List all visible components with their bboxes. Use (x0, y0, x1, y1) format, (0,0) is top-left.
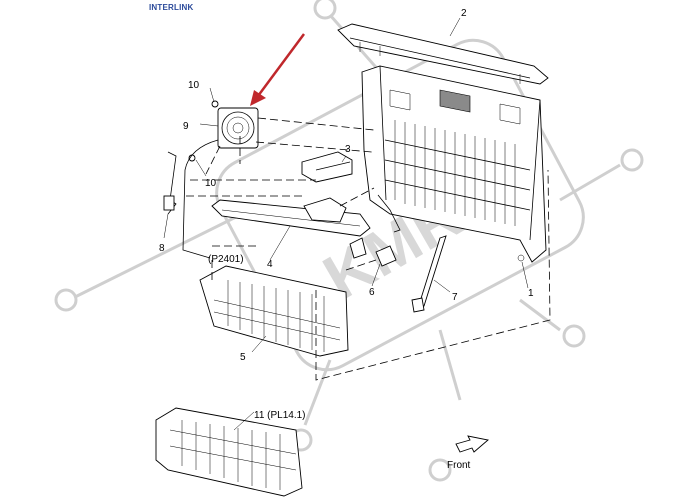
callout-2: 2 (461, 8, 467, 19)
part-2-top-cover (337, 23, 549, 85)
callout-6: 6 (369, 287, 375, 298)
part-3-duct (301, 151, 353, 183)
callout-3: 3 (345, 144, 351, 155)
callout-4: 4 (267, 259, 273, 270)
part-10-screws (188, 100, 219, 162)
callout-9: 9 (183, 121, 189, 132)
part-8-harness (163, 139, 219, 259)
leader-lines (163, 17, 529, 431)
callout-1: 1 (528, 288, 534, 299)
callout-7: 7 (452, 292, 458, 303)
part-7-link-arm (411, 235, 447, 313)
callout-10-bottom: 10 (205, 178, 217, 189)
red-arrow (250, 33, 306, 106)
front-arrow (455, 435, 489, 453)
part-5-guide (199, 265, 349, 357)
header-label: INTERLINK (149, 3, 194, 12)
part-1-main-frame (361, 65, 547, 263)
part-4-bracket (211, 197, 371, 237)
callout-5: 5 (240, 352, 246, 363)
front-label: Front (447, 460, 471, 471)
part-11-frame (155, 407, 303, 497)
assembly-lines (186, 117, 551, 381)
part-6-clip (349, 237, 397, 267)
callout-11: 11 (PL14.1) (254, 410, 306, 421)
callout-connector: (P2401) (208, 254, 244, 265)
part-9-fan (217, 107, 259, 149)
callout-10-top: 10 (188, 80, 200, 91)
callout-8: 8 (159, 243, 165, 254)
watermark: KMR (54, 0, 644, 482)
